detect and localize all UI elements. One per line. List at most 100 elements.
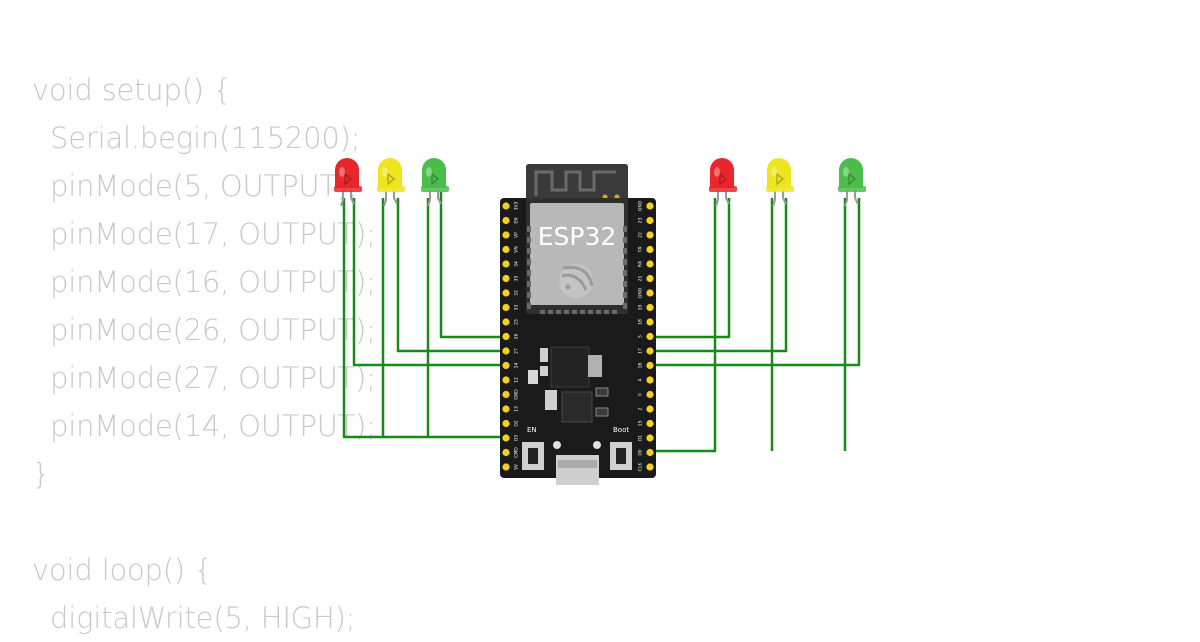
pin-right[interactable] bbox=[646, 390, 654, 399]
led-right-yellow[interactable] bbox=[766, 158, 794, 207]
pin-left[interactable] bbox=[502, 361, 510, 370]
pin-left[interactable] bbox=[502, 419, 510, 428]
led-left-red[interactable] bbox=[334, 158, 362, 207]
pin-label: 2 bbox=[638, 407, 644, 410]
chip-label: ESP32 bbox=[538, 222, 617, 251]
pin-label: 26 bbox=[514, 334, 520, 340]
pin-left[interactable] bbox=[502, 463, 510, 471]
pin-left[interactable] bbox=[502, 347, 510, 355]
pin-label: GND bbox=[638, 287, 644, 298]
led-left-green[interactable] bbox=[421, 158, 449, 207]
pin-label: D0 bbox=[638, 449, 644, 455]
pin-label: 19 bbox=[638, 305, 644, 311]
pin-left[interactable] bbox=[502, 231, 510, 239]
pin-right[interactable] bbox=[646, 231, 654, 239]
pin-right[interactable] bbox=[646, 274, 654, 283]
wire bbox=[650, 198, 788, 353]
pin-label: 16 bbox=[638, 363, 644, 369]
pin-right[interactable] bbox=[646, 463, 654, 471]
pin-label: VP bbox=[514, 232, 520, 238]
pin-label: D2 bbox=[514, 420, 520, 426]
pin-left[interactable] bbox=[502, 274, 510, 283]
pin-left[interactable] bbox=[502, 448, 510, 457]
code-line: pinMode(16, OUTPUT); bbox=[32, 265, 376, 299]
pin-label: 22 bbox=[638, 232, 644, 238]
wire bbox=[342, 198, 506, 439]
wire bbox=[352, 198, 506, 367]
code-line: void loop() { bbox=[32, 553, 213, 587]
esp32-board[interactable]: ESP32 EN Boot bbox=[500, 164, 656, 485]
pin-label: 27 bbox=[514, 348, 520, 354]
pin-label: 13 bbox=[514, 406, 520, 412]
pin-right[interactable] bbox=[646, 347, 654, 355]
pin-right[interactable] bbox=[646, 303, 654, 312]
pin-label: GND bbox=[638, 200, 644, 211]
boot-button[interactable] bbox=[610, 442, 632, 470]
pin-label: 12 bbox=[514, 377, 520, 383]
pin-label: GND bbox=[514, 389, 520, 400]
pin-label: 18 bbox=[638, 319, 644, 325]
pin-left[interactable] bbox=[502, 332, 510, 341]
pin-label: VN bbox=[514, 246, 520, 252]
pin-label: 5V bbox=[514, 463, 520, 470]
wire bbox=[650, 198, 731, 339]
code-line: pinMode(5, OUTPUT); bbox=[32, 169, 358, 203]
pin-left[interactable] bbox=[502, 216, 510, 225]
leds bbox=[334, 158, 866, 207]
pin-right[interactable] bbox=[646, 448, 654, 457]
pin-right[interactable] bbox=[646, 332, 654, 341]
pin-left[interactable] bbox=[502, 260, 510, 268]
pin-label: CLK bbox=[638, 462, 644, 472]
pin-right[interactable] bbox=[646, 434, 654, 442]
wires bbox=[342, 192, 861, 453]
pin-right[interactable] bbox=[646, 202, 654, 210]
pin-label: 21 bbox=[638, 276, 644, 282]
wire bbox=[439, 192, 506, 339]
pin-left[interactable] bbox=[502, 434, 510, 442]
header-pins: 3V3ENVPVN343532332526271412GND13D2D3CMD5… bbox=[502, 200, 654, 472]
pin-left[interactable] bbox=[502, 289, 510, 297]
pin-label: 4 bbox=[638, 378, 644, 381]
code-editor-text: void setup() { Serial.begin(115200); pin… bbox=[32, 66, 376, 642]
pin-left[interactable] bbox=[502, 318, 510, 326]
led-right-green[interactable] bbox=[838, 158, 866, 207]
espressif-logo-icon bbox=[559, 264, 594, 298]
pin-right[interactable] bbox=[646, 318, 654, 326]
pin-label: 14 bbox=[514, 363, 520, 369]
code-line: pinMode(27, OUTPUT); bbox=[32, 361, 376, 395]
pin-right[interactable] bbox=[646, 289, 654, 297]
pin-right[interactable] bbox=[646, 216, 654, 225]
pin-label: D3 bbox=[514, 435, 520, 441]
pin-label: TX bbox=[638, 247, 644, 254]
pin-label: 17 bbox=[638, 348, 644, 354]
pin-left[interactable] bbox=[502, 202, 510, 210]
pin-label: 34 bbox=[514, 261, 520, 267]
pin-label: RX bbox=[638, 261, 644, 267]
pin-label: 23 bbox=[638, 218, 644, 224]
pin-label: 25 bbox=[514, 319, 520, 325]
pin-label: 15 bbox=[638, 421, 644, 427]
pin-left[interactable] bbox=[502, 390, 510, 399]
code-line: } bbox=[32, 457, 51, 491]
code-line: Serial.begin(115200); bbox=[32, 121, 361, 155]
pin-left[interactable] bbox=[502, 245, 510, 254]
pin-left[interactable] bbox=[502, 405, 510, 413]
led-left-yellow[interactable] bbox=[377, 158, 405, 207]
pin-label: CMD bbox=[514, 447, 520, 458]
pin-right[interactable] bbox=[646, 361, 654, 370]
pin-right[interactable] bbox=[646, 245, 654, 254]
pin-right[interactable] bbox=[646, 260, 654, 268]
wire bbox=[650, 198, 861, 367]
wire bbox=[650, 198, 717, 453]
en-button[interactable] bbox=[522, 442, 544, 470]
pin-left[interactable] bbox=[502, 303, 510, 312]
pin-right[interactable] bbox=[646, 376, 654, 384]
pin-label: 5 bbox=[638, 335, 644, 338]
pin-label: EN bbox=[514, 217, 520, 223]
pin-right[interactable] bbox=[646, 405, 654, 413]
pin-right[interactable] bbox=[646, 419, 654, 428]
pin-left[interactable] bbox=[502, 376, 510, 384]
led-right-red[interactable] bbox=[709, 158, 737, 207]
pin-label: 33 bbox=[514, 305, 520, 311]
